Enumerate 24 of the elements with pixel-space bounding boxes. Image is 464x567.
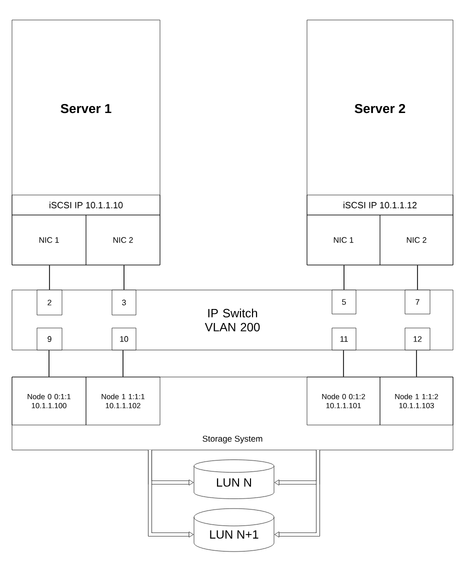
port-box: 11: [332, 328, 356, 350]
port-box: 5: [332, 290, 356, 314]
port-box: 9: [36, 328, 62, 350]
ip-address-band: iSCSI IP 10.1.1.12: [306, 194, 454, 216]
nic-cell: NIC 1: [306, 214, 380, 266]
nic-cell: NIC 2: [86, 214, 160, 266]
port-box: 2: [36, 290, 62, 316]
connection-arrow: [274, 450, 320, 538]
cable-line: [122, 350, 124, 378]
cable-line: [416, 350, 417, 378]
cable-line: [343, 350, 344, 378]
port-box: 12: [404, 328, 430, 350]
nic-cell: NIC 1: [12, 214, 86, 266]
port-box: 3: [112, 290, 136, 316]
nic-cell: NIC 2: [380, 214, 454, 266]
cable-line: [48, 350, 50, 378]
ip-address-band: iSCSI IP 10.1.1.10: [12, 194, 160, 216]
cable-line: [49, 264, 50, 290]
port-box: 10: [112, 328, 136, 350]
lun-cylinder: LUN N: [194, 460, 274, 499]
cable-line: [417, 264, 418, 290]
lun-cylinder: LUN N+1: [194, 508, 274, 552]
port-box: 7: [404, 290, 430, 314]
connection-arrow: [148, 450, 194, 538]
